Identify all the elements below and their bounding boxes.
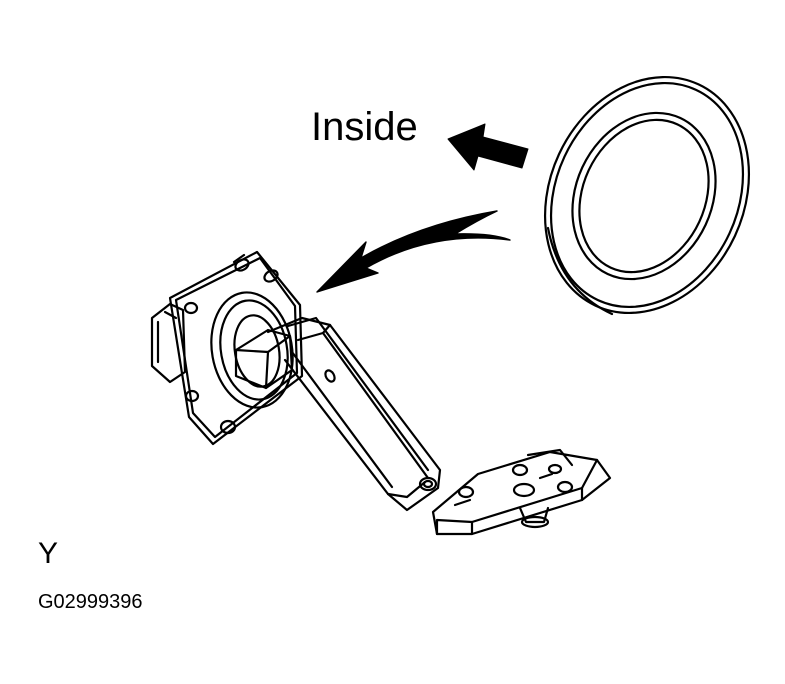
base-plate bbox=[418, 448, 612, 536]
install-arrow-icon bbox=[316, 210, 511, 293]
inside-arrow-icon bbox=[447, 123, 529, 171]
bracket-arm bbox=[266, 316, 442, 512]
inside-label: Inside bbox=[311, 105, 418, 149]
back-connector bbox=[150, 302, 187, 384]
flange-plate bbox=[168, 250, 304, 446]
oil-seal-ring bbox=[543, 75, 751, 316]
view-letter: Y bbox=[38, 537, 59, 570]
figure-code: G02999396 bbox=[38, 591, 143, 613]
